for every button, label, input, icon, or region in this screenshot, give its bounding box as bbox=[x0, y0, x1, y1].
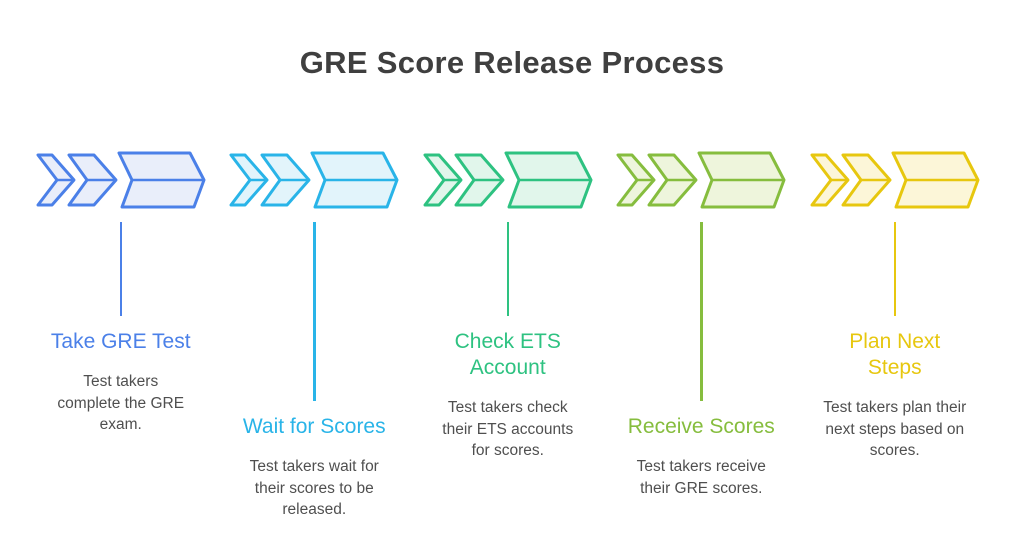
step-description: Test takers wait for their scores to be … bbox=[249, 458, 379, 518]
triple-chevron-right-icon bbox=[423, 151, 593, 209]
step-description: Test takers plan their next steps based … bbox=[823, 399, 967, 459]
step-title: Receive Scores bbox=[627, 415, 775, 438]
step-receive-scores: Receive Scores Test takers receive their… bbox=[605, 149, 799, 521]
step-description: Test takers receive their GRE scores. bbox=[636, 458, 766, 497]
step-description: Test takers complete the GRE exam. bbox=[57, 373, 185, 433]
step-title: Plan Next Steps bbox=[849, 330, 941, 379]
connector-line bbox=[119, 222, 122, 316]
step-title: Take GRE Test bbox=[50, 330, 191, 353]
connector-line bbox=[506, 222, 509, 316]
triple-chevron-right-icon bbox=[229, 151, 399, 209]
connector-line bbox=[893, 222, 896, 316]
step-title: Wait for Scores bbox=[242, 415, 386, 438]
page-title: GRE Score Release Process bbox=[299, 45, 725, 80]
triple-chevron-right-icon bbox=[616, 151, 786, 209]
step-plan-next-steps: Plan Next Steps Test takers plan their n… bbox=[798, 149, 992, 521]
process-steps: Take GRE Test Test takers complete the G… bbox=[24, 149, 992, 521]
step-title: Check ETS Account bbox=[454, 330, 561, 379]
step-check-ets-account: Check ETS Account Test takers check thei… bbox=[411, 149, 605, 521]
triple-chevron-right-icon bbox=[36, 151, 206, 209]
connector-line bbox=[313, 222, 316, 401]
connector-line bbox=[700, 222, 703, 401]
step-description: Test takers check their ETS accounts for… bbox=[442, 399, 574, 459]
triple-chevron-right-icon bbox=[810, 151, 980, 209]
step-take-gre-test: Take GRE Test Test takers complete the G… bbox=[24, 149, 218, 521]
step-wait-for-scores: Wait for Scores Test takers wait for the… bbox=[218, 149, 412, 521]
